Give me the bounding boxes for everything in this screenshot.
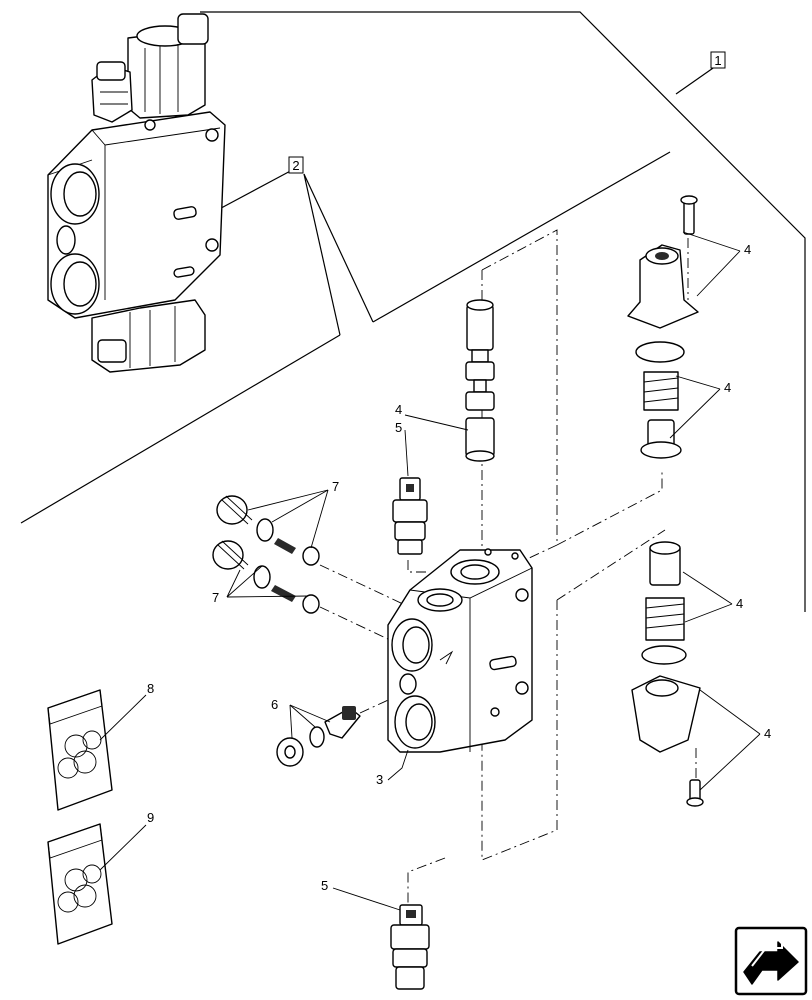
valve-assembly <box>47 13 226 373</box>
item-4-spring-bottom-label: 4 <box>736 596 743 611</box>
check-valve-kit <box>276 706 361 767</box>
item-7-top-label: 7 <box>332 479 339 494</box>
callout-box-1: 1 <box>710 51 726 69</box>
item-9-label: 9 <box>147 810 154 825</box>
plug-kit-lower <box>212 540 320 614</box>
item-5-bottom-label: 5 <box>321 878 328 893</box>
item-4-bolt-top-label: 4 <box>744 242 751 257</box>
callout-2-label: 2 <box>292 158 299 173</box>
item-5-top-label: 5 <box>395 420 402 435</box>
plug-kit-upper <box>216 495 320 566</box>
item-7-bottom-label: 7 <box>212 590 219 605</box>
item-4-spool-label: 4 <box>395 402 402 417</box>
item-4-spring-top-label: 4 <box>724 380 731 395</box>
spring-cap-upper <box>627 195 699 459</box>
item-6-label: 6 <box>271 697 278 712</box>
callout-box-2: 2 <box>288 156 304 174</box>
item-8-label: 8 <box>147 681 154 696</box>
arrow-forward-icon[interactable] <box>734 926 808 996</box>
item-4-bolt-bottom-label: 4 <box>764 726 771 741</box>
seal-kit-bag-9 <box>47 823 113 945</box>
cartridge-bottom <box>390 904 430 990</box>
spool <box>465 299 495 462</box>
item-3-label: 3 <box>376 772 383 787</box>
section-housing <box>387 548 533 753</box>
cartridge-top <box>392 477 428 555</box>
callout-1-label: 1 <box>714 53 721 68</box>
spring-cap-lower <box>631 541 704 807</box>
leader-lines <box>99 231 761 911</box>
seal-kit-bag-8 <box>47 689 113 811</box>
frame-lines <box>20 11 806 612</box>
